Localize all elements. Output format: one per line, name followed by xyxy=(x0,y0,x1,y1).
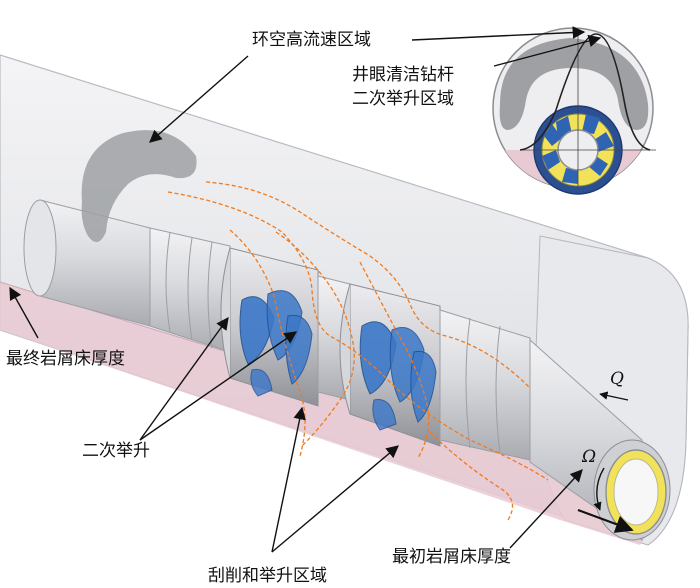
leader-arrows xyxy=(9,26,634,553)
arrow-axial xyxy=(577,509,634,533)
label-cleaning-pipe-line2: 二次举升区域 xyxy=(352,89,454,109)
arrow-secondary-lift-1 xyxy=(139,316,229,441)
label-secondary-lift: 二次举升 xyxy=(82,441,150,461)
label-scrape-lift: 刮削和举升区域 xyxy=(208,566,327,586)
arrow-secondary-lift-2 xyxy=(139,331,298,441)
annulus-high-velocity-zone xyxy=(81,130,197,243)
symbol-rotation-omega: Ω xyxy=(581,447,596,467)
helical-blades xyxy=(239,290,437,431)
arrow-scrape-2 xyxy=(271,445,399,553)
arrow-scrape-1 xyxy=(271,406,306,553)
arrow-annulus-to-inset xyxy=(411,26,586,41)
label-final-bed: 最终岩屑床厚度 xyxy=(6,349,125,369)
cross-section-inset xyxy=(492,27,656,195)
arrow-annulus-to-zone xyxy=(149,55,249,143)
label-annulus-high-velocity: 环空高流速区域 xyxy=(252,30,371,50)
label-initial-bed: 最初岩屑床厚度 xyxy=(392,547,511,567)
label-cleaning-pipe-line1: 井眼清洁钻杆 xyxy=(352,65,454,85)
arrow-initial-bed xyxy=(509,469,583,549)
arrow-final-bed xyxy=(9,286,39,339)
arrow-rotation xyxy=(593,467,605,511)
pipe-end xyxy=(593,439,671,541)
symbol-flow-q: Q xyxy=(610,369,624,389)
arrow-cleaning-pipe xyxy=(493,34,602,67)
arrow-flow-q xyxy=(599,391,629,401)
